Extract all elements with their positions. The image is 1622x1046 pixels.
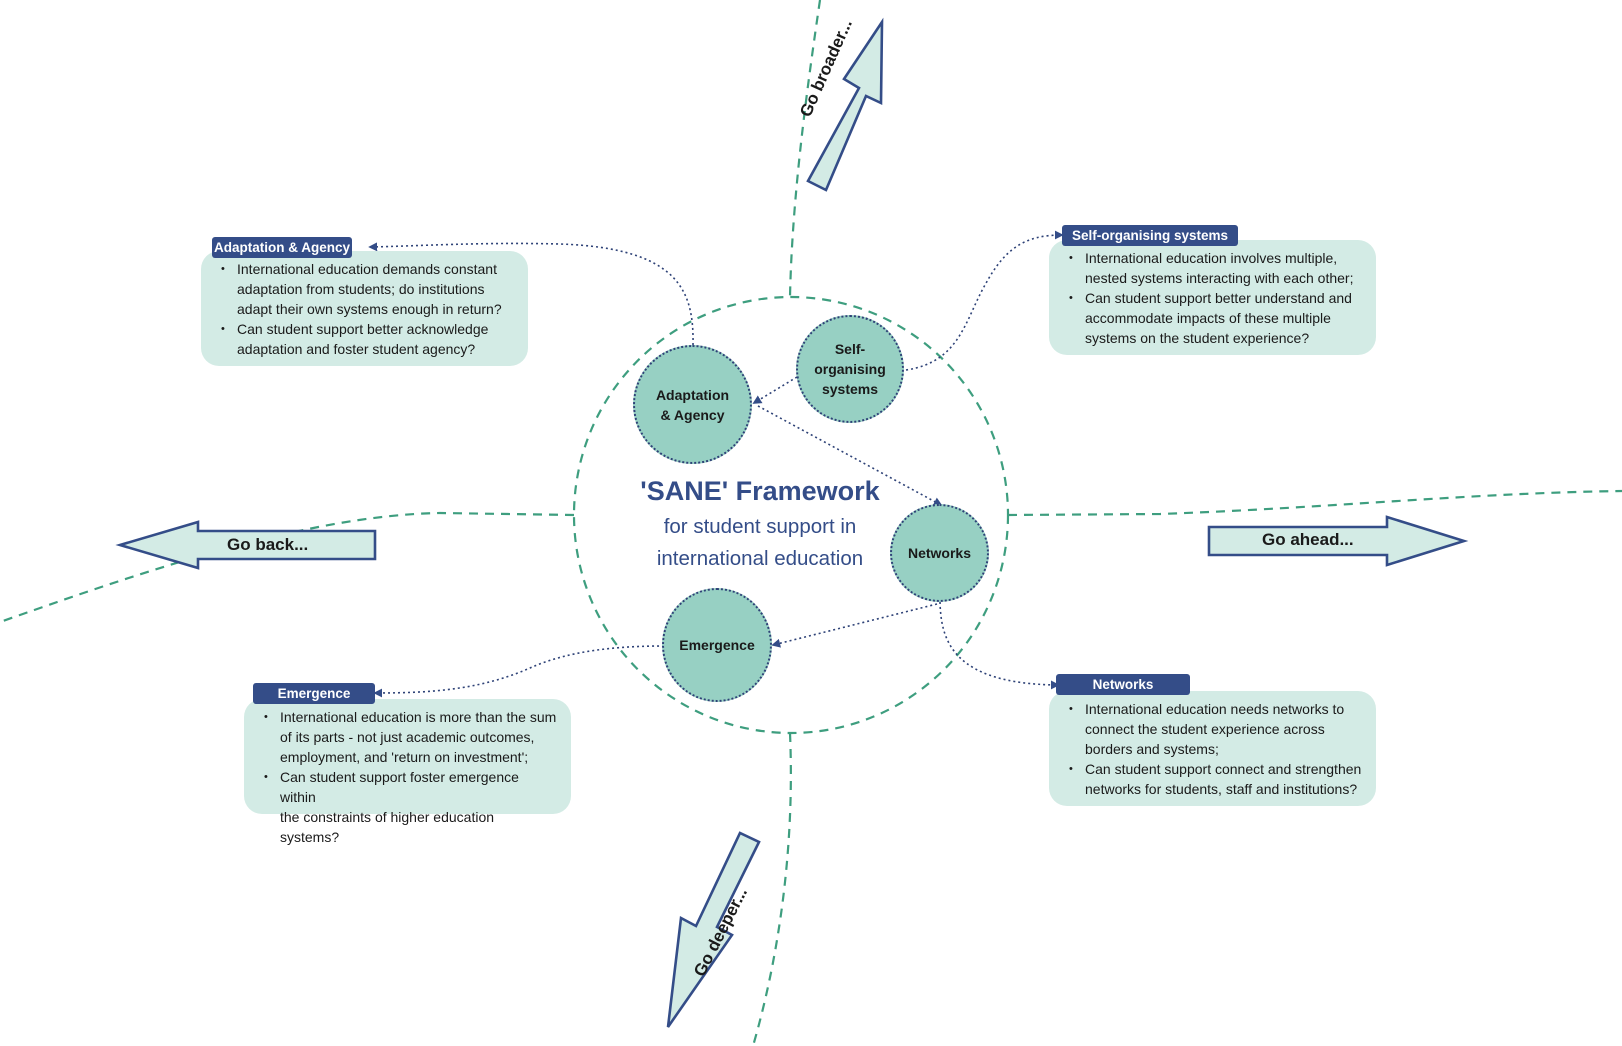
text-line: the constraints of higher education syst… — [280, 809, 495, 845]
card-emergence-item-2: Can student support foster emergence wit… — [264, 767, 557, 847]
text-line: International education demands constant — [237, 261, 497, 277]
text-line: Can student support foster emergence wit… — [280, 769, 519, 805]
connector-adaptation-to-card — [368, 242, 694, 346]
dashed-line-right — [1007, 489, 1622, 517]
text-line: adapt their own systems enough in return… — [237, 301, 502, 317]
node-adaptation-line-2: & Agency — [660, 406, 725, 423]
connector-emergence-to-card — [373, 645, 665, 698]
node-self-organising-line-3: systems — [821, 381, 879, 397]
go-back-arrow[interactable] — [115, 520, 377, 570]
card-self-organising-item-2: Can student support better understand an… — [1069, 288, 1362, 348]
node-networks[interactable]: Networks — [890, 504, 989, 602]
text-line: borders and systems; — [1085, 741, 1219, 757]
text-line: accommodate impacts of these multiple — [1085, 310, 1331, 326]
text-line: International education needs networks t… — [1085, 701, 1345, 717]
card-networks-list: International education needs networks t… — [1061, 699, 1362, 799]
card-adaptation-item-1: International education demands constant… — [221, 259, 514, 319]
card-adaptation-item-2: Can student support better acknowledge a… — [221, 319, 514, 359]
card-tag-adaptation-agency: Adaptation & Agency — [212, 237, 353, 258]
connector-self-organising-to-adaptation — [752, 376, 798, 404]
go-ahead-arrow[interactable] — [1207, 515, 1469, 567]
node-networks-label: Networks — [907, 545, 972, 561]
text-line: adaptation and foster student agency? — [237, 341, 476, 357]
card-emergence-list: International education is more than the… — [256, 707, 557, 847]
card-networks-item-1: International education needs networks t… — [1069, 699, 1362, 759]
card-emergence-item-1: International education is more than the… — [264, 707, 557, 767]
card-adaptation-agency: International education demands constant… — [201, 251, 528, 366]
framework-subtitle-line-2: international education — [656, 547, 864, 570]
connector-self-organising-to-card — [905, 230, 1064, 371]
node-adaptation-agency[interactable]: Adaptation & Agency — [633, 345, 752, 464]
text-line: nested systems interacting with each oth… — [1085, 270, 1354, 286]
go-deeper-arrow[interactable] — [666, 831, 761, 1028]
connector-networks-to-card — [939, 601, 1060, 690]
framework-title: 'SANE' Framework — [640, 476, 880, 506]
dashed-line-left — [0, 511, 575, 624]
node-adaptation-line-1: Adaptation — [655, 386, 730, 403]
card-tag-emergence: Emergence — [253, 683, 375, 704]
text-line: adaptation from students; do institution… — [237, 281, 485, 297]
text-line: Can student support better acknowledge — [237, 321, 489, 337]
card-self-organising-systems: International education involves multipl… — [1049, 240, 1376, 355]
node-self-organising-line-1: Self- — [834, 341, 866, 357]
connector-networks-to-emergence — [771, 603, 938, 648]
text-line: of its parts - not just academic outcome… — [280, 729, 535, 745]
node-self-organising-systems[interactable]: Self- organising systems — [796, 315, 904, 423]
card-self-organising-item-1: International education involves multipl… — [1069, 248, 1362, 288]
text-line: International education involves multipl… — [1085, 250, 1338, 266]
framework-title-block: 'SANE' Framework for student support in … — [620, 473, 900, 573]
card-emergence: International education is more than the… — [244, 699, 571, 845]
node-emergence-label: Emergence — [679, 637, 755, 653]
go-broader-arrow[interactable] — [806, 17, 884, 192]
text-line: International education is more than the… — [280, 709, 557, 725]
node-emergence[interactable]: Emergence — [662, 588, 772, 702]
text-line: systems on the student experience? — [1085, 330, 1310, 346]
text-line: employment, and 'return on investment'; — [280, 749, 529, 765]
dashed-line-bottom — [751, 732, 792, 1046]
text-line: networks for students, staff and institu… — [1085, 781, 1358, 797]
card-tag-networks: Networks — [1056, 674, 1190, 695]
go-back-label: Go back... — [227, 535, 309, 554]
framework-subtitle-line-1: for student support in — [663, 515, 857, 538]
card-adaptation-list: International education demands constant… — [213, 259, 514, 359]
card-tag-self-organising-systems: Self-organising systems — [1062, 225, 1239, 246]
card-self-organising-list: International education involves multipl… — [1061, 248, 1362, 348]
card-networks-item-2: Can student support connect and strength… — [1069, 759, 1362, 799]
go-ahead-label: Go ahead... — [1262, 530, 1354, 549]
node-self-organising-line-2: organising — [814, 361, 886, 377]
card-networks: International education needs networks t… — [1049, 691, 1376, 806]
dashed-line-top — [788, 0, 822, 298]
framework-boundary-circle — [572, 295, 1010, 735]
text-line: Can student support connect and strength… — [1085, 761, 1362, 777]
text-line: Can student support better understand an… — [1085, 290, 1352, 306]
text-line: connect the student experience across — [1085, 721, 1325, 737]
